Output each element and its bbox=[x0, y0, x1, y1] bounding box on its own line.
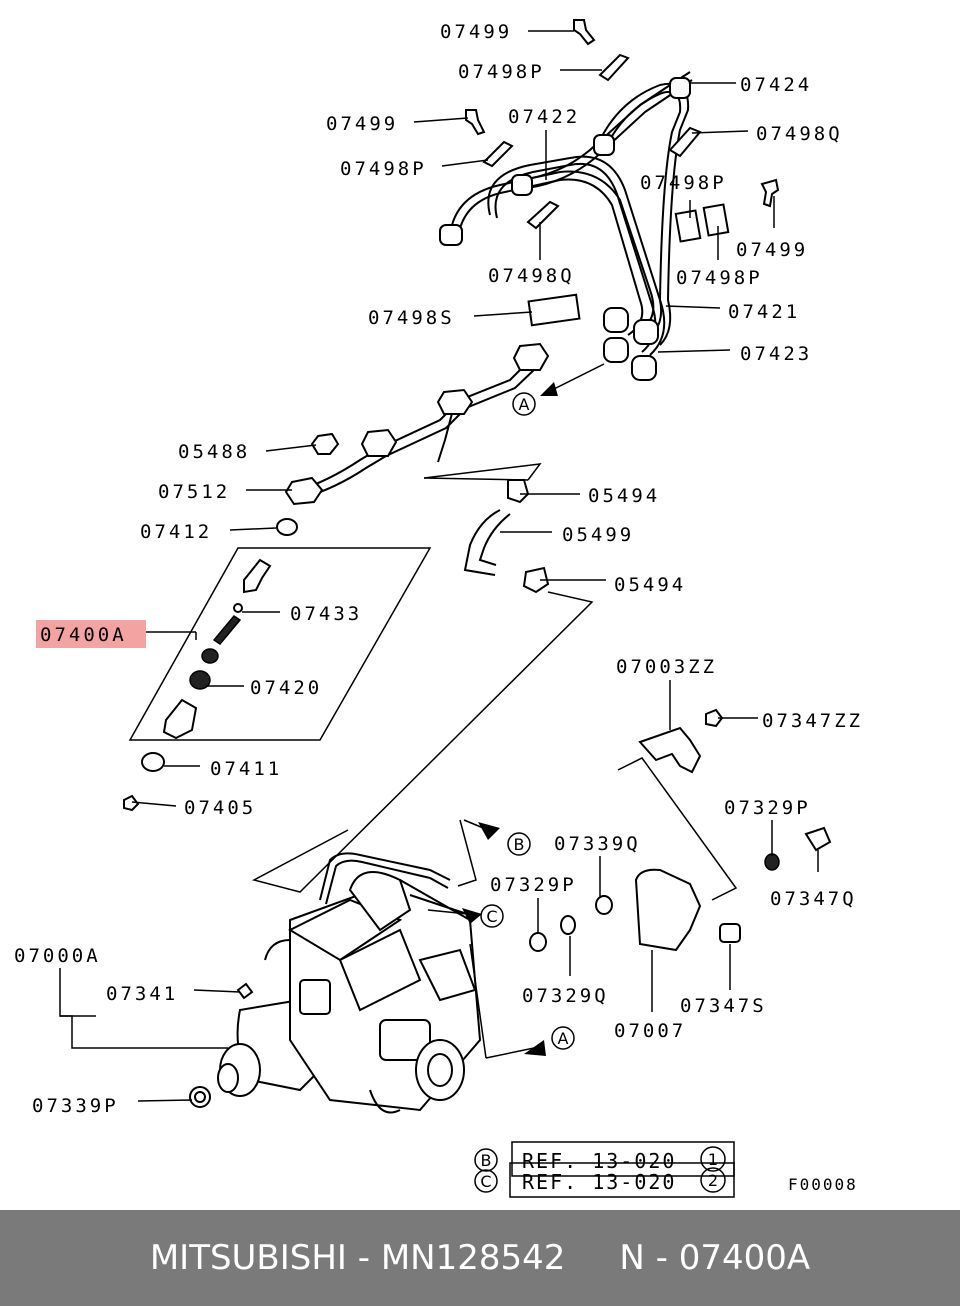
footer-part-info: MITSUBISHI - MN128542 N - 07400A bbox=[149, 1238, 811, 1278]
leak-off-pipe bbox=[284, 342, 550, 506]
label-07003zz: 07003ZZ bbox=[616, 656, 717, 678]
markers: A B C A bbox=[480, 392, 575, 1050]
label-07421: 07421 bbox=[728, 301, 800, 323]
label-07412: 07412 bbox=[140, 521, 212, 543]
valve-kit-parts bbox=[123, 518, 298, 812]
label-07498p: 07498P bbox=[640, 172, 727, 194]
return-hose bbox=[463, 479, 550, 594]
pipe-nuts bbox=[439, 77, 691, 381]
label-07329p: 07329P bbox=[724, 797, 811, 819]
footer-bar: MITSUBISHI - MN128542 N - 07400A bbox=[0, 1210, 960, 1306]
label-07498q: 07498Q bbox=[756, 123, 843, 145]
label-07433: 07433 bbox=[290, 603, 362, 625]
ref-1-text: REF. 13-020 bbox=[522, 1149, 676, 1173]
label-07339p: 07339P bbox=[32, 1095, 119, 1117]
label-07498s: 07498S bbox=[368, 307, 455, 329]
arrows bbox=[427, 363, 605, 1059]
clamps-top bbox=[465, 19, 780, 327]
label-07007: 07007 bbox=[614, 1020, 686, 1042]
label-07423: 07423 bbox=[740, 343, 812, 365]
figure-code: F00008 bbox=[788, 1175, 858, 1194]
label-07347zz: 07347ZZ bbox=[762, 710, 863, 732]
bracket-07000a bbox=[59, 968, 228, 1049]
label-07400a: 07400A bbox=[40, 624, 127, 646]
marker-a: A bbox=[519, 395, 530, 414]
ref-marker-b: B bbox=[481, 1151, 492, 1170]
label-07000a: 07000A bbox=[14, 945, 101, 967]
ref-marker-c: C bbox=[480, 1172, 491, 1191]
label-07499: 07499 bbox=[326, 113, 398, 135]
label-07341: 07341 bbox=[106, 983, 178, 1005]
leader-group-a bbox=[423, 463, 542, 481]
reference-boxes: B REF. 13-020 1 C REF. 13-020 2 F00008 bbox=[474, 1141, 858, 1198]
fuel-injection-pump bbox=[189, 852, 482, 1114]
highlight-07400a bbox=[36, 620, 146, 648]
label-07405: 07405 bbox=[184, 797, 256, 819]
leader-lines bbox=[131, 30, 819, 1102]
injection-pipes bbox=[449, 71, 693, 356]
marker-a: A bbox=[558, 1029, 569, 1048]
label-07498q: 07498Q bbox=[488, 265, 575, 287]
label-07329q: 07329Q bbox=[522, 985, 609, 1007]
parts-diagram: 07499 07498P 07424 07499 07422 07498Q 07… bbox=[14, 19, 863, 1198]
ref-2-number: 2 bbox=[708, 1171, 718, 1190]
label-05494: 05494 bbox=[588, 485, 660, 507]
marker-b: B bbox=[514, 835, 525, 854]
ref-2-text: REF. 13-020 bbox=[522, 1170, 676, 1194]
label-07499: 07499 bbox=[736, 239, 808, 261]
label-07420: 07420 bbox=[250, 677, 322, 699]
label-07339q: 07339Q bbox=[554, 833, 641, 855]
ref-1-number: 1 bbox=[708, 1150, 718, 1169]
part-labels: 07499 07498P 07424 07499 07422 07498Q 07… bbox=[14, 21, 863, 1117]
label-07422: 07422 bbox=[508, 106, 580, 128]
label-07498p: 07498P bbox=[458, 61, 545, 83]
marker-c: C bbox=[486, 907, 497, 926]
brackets bbox=[529, 708, 832, 952]
label-07512: 07512 bbox=[158, 481, 230, 503]
kit-box-07400a bbox=[128, 547, 432, 741]
label-07499: 07499 bbox=[440, 21, 512, 43]
label-07347s: 07347S bbox=[680, 995, 767, 1017]
label-07424: 07424 bbox=[740, 74, 812, 96]
label-07329p: 07329P bbox=[490, 874, 577, 896]
label-05499: 05499 bbox=[562, 524, 634, 546]
label-07498p: 07498P bbox=[340, 158, 427, 180]
label-05488: 05488 bbox=[178, 441, 250, 463]
label-07347q: 07347Q bbox=[770, 888, 857, 910]
label-07411: 07411 bbox=[210, 758, 282, 780]
label-07498p: 07498P bbox=[676, 267, 763, 289]
label-05494: 05494 bbox=[614, 574, 686, 596]
